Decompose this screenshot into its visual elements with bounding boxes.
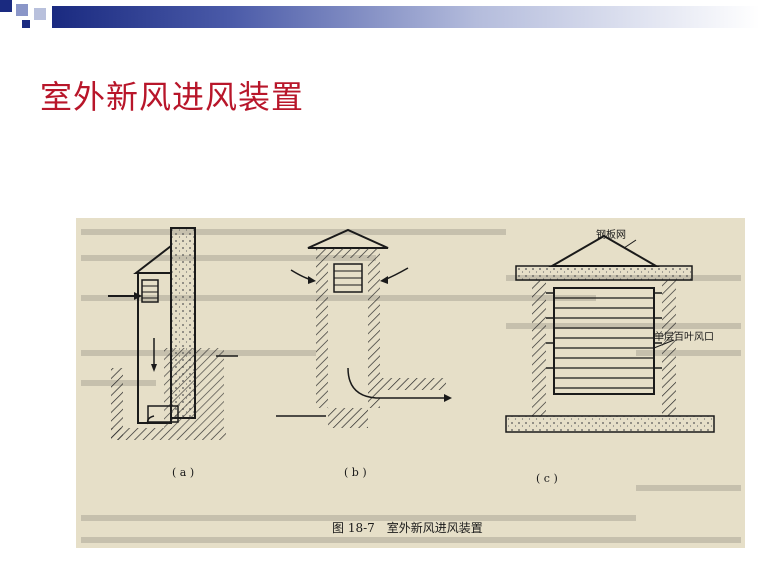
label-mesh: 钢板网 xyxy=(596,228,626,241)
slide-title: 室外新风进风装置 xyxy=(40,78,305,116)
label-c: ( c ) xyxy=(536,472,558,485)
label-a: ( a ) xyxy=(172,466,194,479)
header-square xyxy=(16,4,28,16)
label-b: ( b ) xyxy=(344,466,367,479)
diagram-a: ( a ) xyxy=(108,227,238,479)
figure-drawing: ( a ) ( b ) xyxy=(81,227,741,543)
label-louver: 单层百叶风口 xyxy=(654,331,714,343)
slide-header-bar xyxy=(0,0,760,30)
figure-scan: ( a ) ( b ) xyxy=(76,218,745,548)
diagram-b: ( b ) xyxy=(276,228,452,479)
diagram-c: 钢板网 单层百叶风口 ( c ) xyxy=(505,228,715,485)
header-gradient-band xyxy=(52,6,760,28)
header-square xyxy=(22,20,30,28)
header-square xyxy=(0,0,12,12)
header-square xyxy=(34,8,46,20)
figure-caption: 图 18-7 室外新风进风装置 xyxy=(332,520,483,535)
